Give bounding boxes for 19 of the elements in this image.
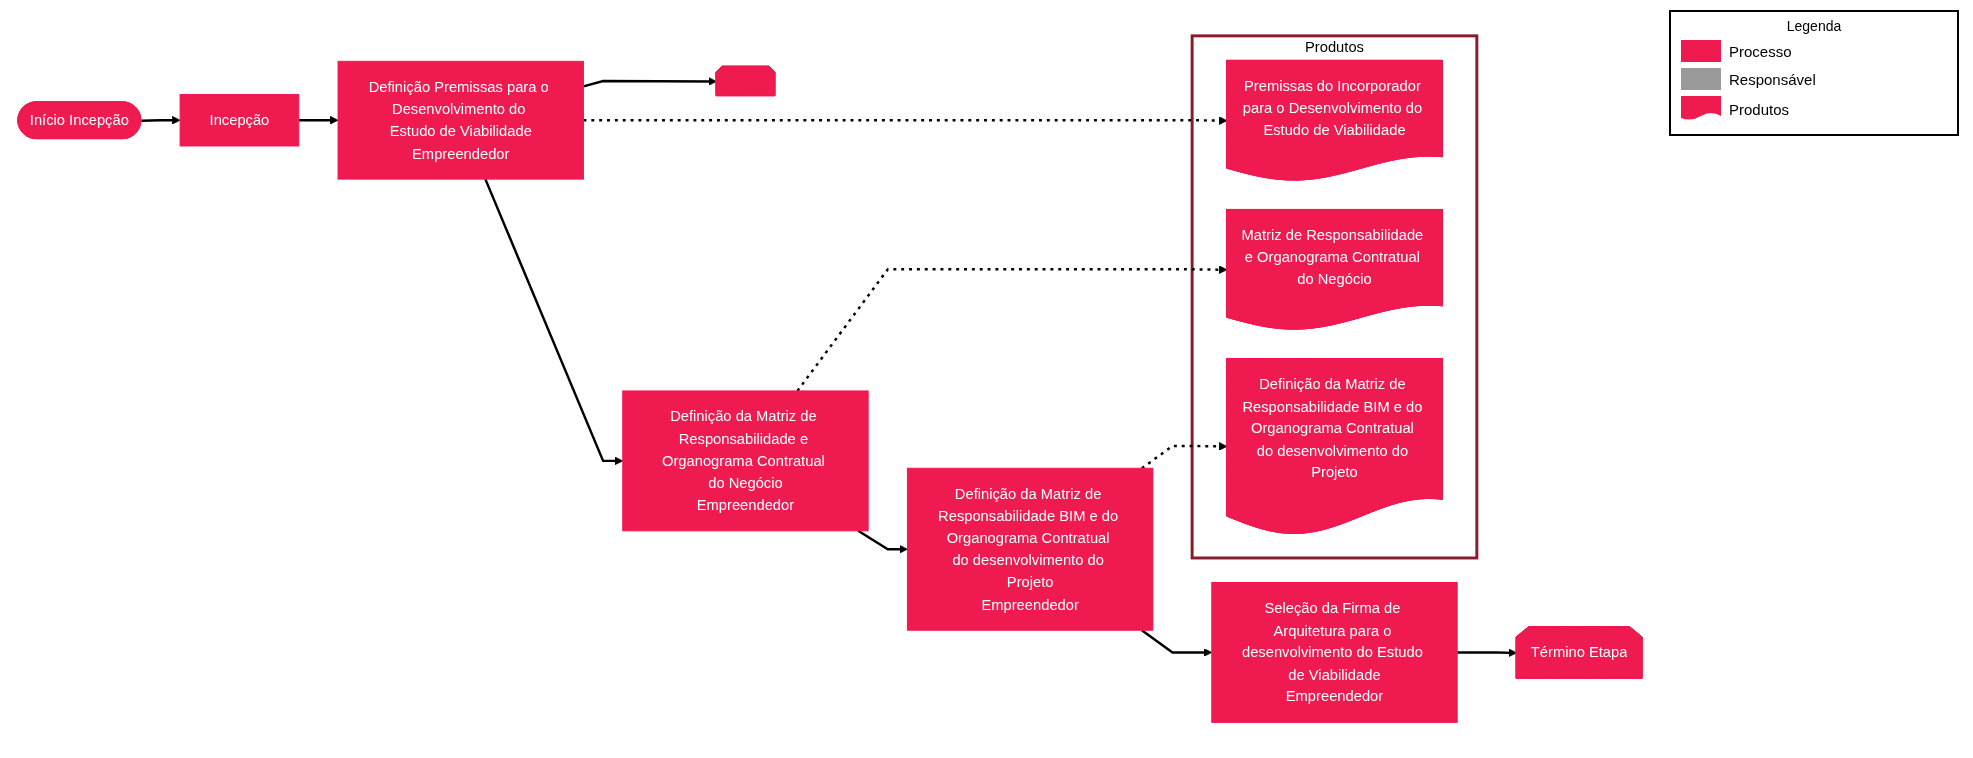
node-box: Definição Premissas para o Desenvolvimento do Estudo de Viabilidade Empreendedor — [337, 60, 584, 180]
arrow — [857, 529, 908, 554]
arrow — [484, 178, 624, 466]
node-box: Definição da Matriz de Responsabilidade e Organograma Contratual do Negócio Empreendedor — [622, 390, 869, 532]
arrow — [583, 76, 717, 88]
arrow — [1141, 441, 1228, 470]
legend-label: Produtos — [1729, 100, 1790, 118]
legend-label: Processo — [1729, 42, 1792, 60]
node-box: Seleção da Firma de Arquitetura para o desenvolvimento do Estudo de Viabilidade Empreendedor — [1211, 581, 1458, 723]
legend-label: Responsável — [1729, 70, 1816, 88]
arrow — [1141, 629, 1213, 657]
arrow — [1457, 648, 1517, 657]
arrow — [298, 115, 339, 125]
arrow — [141, 115, 181, 125]
node-box: Definição da Matriz de Responsabilidade BIM e do Organograma Contratual do desenvolvimento do Projeto Empreendedor — [906, 467, 1154, 631]
node-box: Incepção — [179, 93, 300, 147]
arrow — [796, 265, 1228, 392]
arrow — [583, 116, 1228, 125]
legend-title: Legenda — [1785, 18, 1843, 34]
